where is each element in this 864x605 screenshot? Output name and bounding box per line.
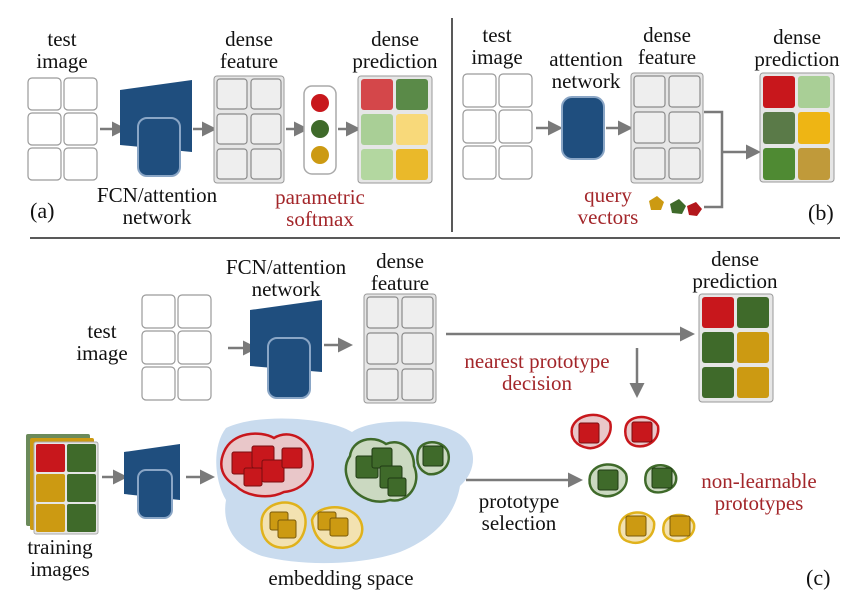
- text-line: dense: [643, 23, 691, 47]
- text-line: feature: [637, 45, 697, 69]
- text-line: network: [122, 205, 192, 229]
- label-prototype-selection: prototype selection: [464, 490, 574, 534]
- label-test-image-c: test image: [64, 320, 140, 364]
- training-images-stack: [26, 434, 99, 535]
- text-line: dense: [376, 249, 424, 273]
- dense-prediction-grid-c: [698, 293, 774, 403]
- parametric-softmax-classifier: [303, 85, 337, 175]
- text-line: selection: [481, 511, 557, 535]
- text-line: dense: [773, 25, 821, 49]
- text-line: training: [27, 535, 93, 559]
- label-dense-prediction-a: dense prediction: [340, 28, 450, 72]
- fcn-network-train: [124, 444, 180, 519]
- panel-tag-b: (b): [808, 200, 834, 225]
- label-training-images: training images: [18, 536, 102, 580]
- label-dense-prediction-c: dense prediction: [680, 248, 790, 292]
- dense-prediction-grid-b: [759, 72, 835, 183]
- text-line: parametric: [275, 185, 365, 209]
- dense-prediction-grid-a: [357, 75, 433, 184]
- label-query-vectors: query vectors: [568, 184, 648, 228]
- text-line: image: [471, 45, 523, 69]
- query-vectors: [649, 196, 702, 216]
- text-line: dense: [711, 247, 759, 271]
- label-dense-feature-a: dense feature: [207, 28, 291, 72]
- label-softmax: parametric softmax: [258, 186, 382, 230]
- test-image-grid-a: [27, 77, 98, 181]
- text-line: prediction: [754, 47, 840, 71]
- test-image-grid-b: [462, 73, 533, 180]
- attention-network-b: [561, 96, 605, 160]
- text-line: network: [251, 277, 321, 301]
- text-line: FCN/attention: [96, 183, 218, 207]
- panel-b: [462, 72, 835, 216]
- text-line: prediction: [692, 269, 778, 293]
- text-line: network: [551, 69, 621, 93]
- text-line: test: [47, 27, 77, 51]
- dense-feature-grid-a: [213, 75, 285, 184]
- text-line: vectors: [577, 205, 639, 229]
- text-line: attention: [549, 47, 623, 71]
- text-line: prototypes: [714, 491, 804, 515]
- label-embedding-space: embedding space: [268, 566, 414, 590]
- non-learnable-prototypes: [570, 413, 696, 545]
- label-dense-feature-c: dense feature: [358, 250, 442, 294]
- fcn-network-c: [250, 300, 322, 399]
- label-test-image-a: test image: [22, 28, 102, 72]
- label-non-learnable-prototypes: non-learnable prototypes: [690, 470, 828, 514]
- text-line: image: [76, 341, 128, 365]
- text-line: feature: [370, 271, 430, 295]
- panel-c: [26, 293, 774, 564]
- text-line: feature: [219, 49, 279, 73]
- label-network-c: FCN/attention network: [212, 256, 360, 300]
- panel-tag-a: (a): [30, 198, 55, 223]
- text-line: query: [584, 183, 632, 207]
- text-line: FCN/attention: [225, 255, 347, 279]
- text-line: image: [36, 49, 88, 73]
- label-network-a: FCN/attention network: [82, 184, 232, 228]
- fcn-network-a: [120, 80, 192, 177]
- text-line: images: [30, 557, 90, 581]
- text-line: softmax: [286, 207, 354, 231]
- text-line: dense: [371, 27, 419, 51]
- test-image-grid-c: [141, 294, 212, 401]
- label-nearest-prototype: nearest prototype decision: [448, 350, 626, 394]
- text-line: prediction: [352, 49, 438, 73]
- text-line: test: [87, 319, 117, 343]
- dense-feature-grid-b: [630, 72, 704, 184]
- label-network-b: attention network: [534, 48, 638, 92]
- label-test-image-b: test image: [457, 24, 537, 68]
- embedding-space: [216, 418, 474, 564]
- panel-tag-c: (c): [806, 565, 831, 590]
- text-line: test: [482, 23, 512, 47]
- connector: [704, 110, 724, 152]
- text-line: decision: [502, 371, 572, 395]
- text-line: nearest prototype: [464, 349, 610, 373]
- text-line: non-learnable: [701, 469, 817, 493]
- label-dense-feature-b: dense feature: [624, 24, 710, 68]
- text-line: dense: [225, 27, 273, 51]
- text-line: prototype: [478, 489, 560, 513]
- label-dense-prediction-b: dense prediction: [742, 26, 852, 70]
- panel-a: [27, 75, 433, 184]
- dense-feature-grid-c: [363, 293, 437, 404]
- connector: [704, 152, 724, 209]
